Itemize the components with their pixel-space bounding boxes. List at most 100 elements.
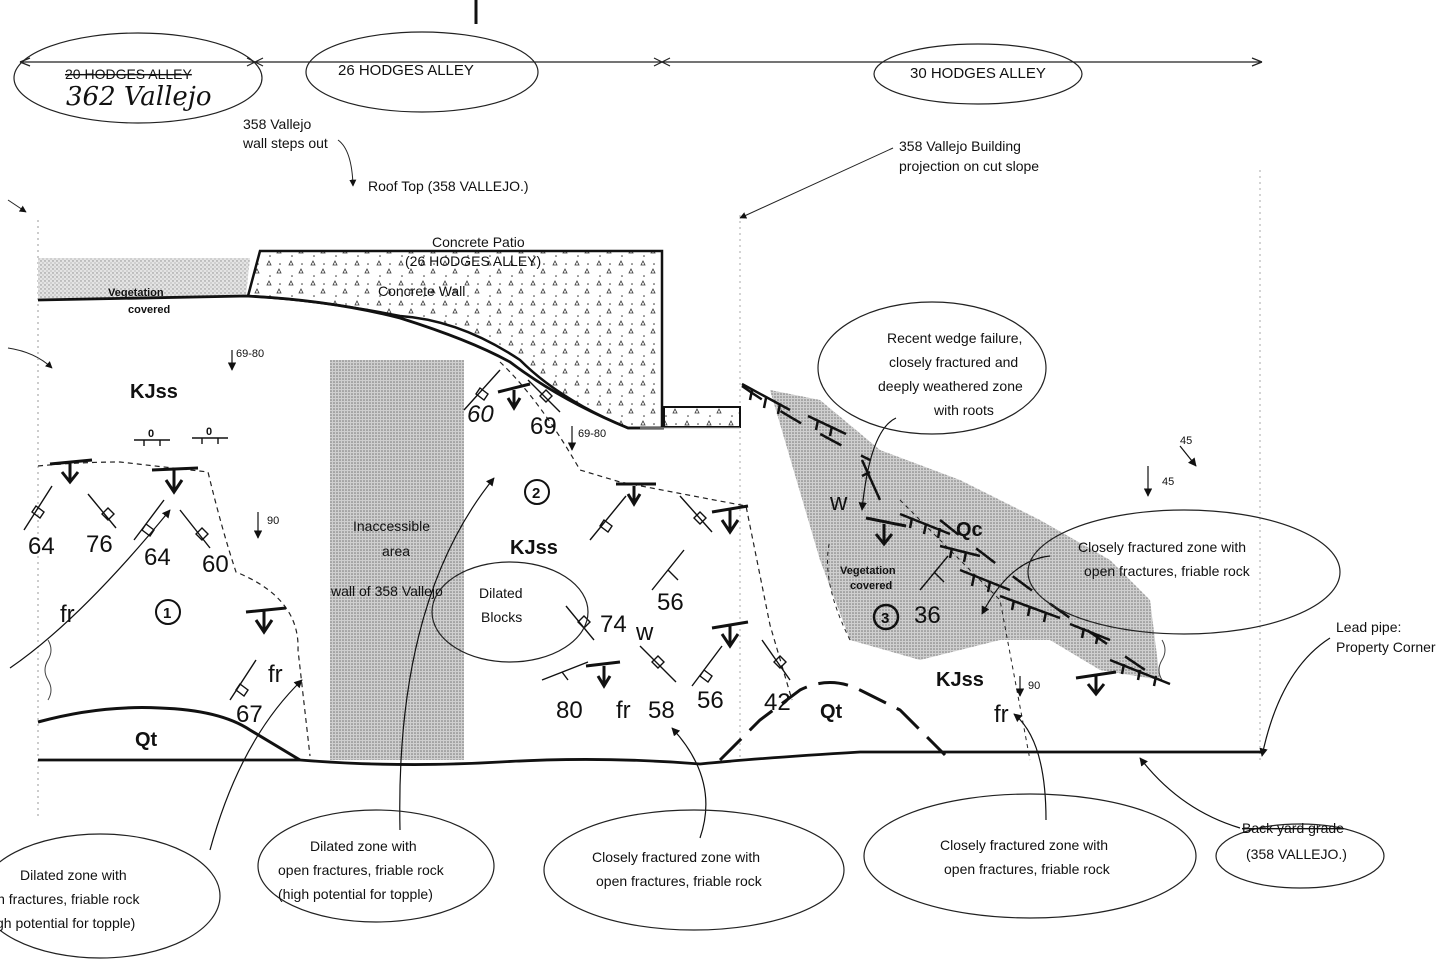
unit-qc: Qc bbox=[956, 519, 983, 541]
m-45-a: 45 bbox=[1180, 435, 1192, 447]
dip-67: 67 bbox=[236, 701, 263, 728]
inaccessible-area bbox=[330, 360, 464, 760]
o-2: 0 bbox=[206, 426, 212, 438]
unit-kjss-1: KJss bbox=[130, 381, 178, 403]
m-45-b: 45 bbox=[1162, 476, 1174, 488]
concrete-wall-label: Concrete Wall bbox=[378, 283, 465, 299]
circle-30-hodges bbox=[873, 43, 1083, 105]
dilated-blocks-2: Blocks bbox=[481, 609, 522, 625]
label-26-hodges: 26 HODGES ALLEY bbox=[338, 62, 474, 79]
lead-2: Property Corner bbox=[1336, 639, 1436, 655]
veg2-2: covered bbox=[850, 580, 892, 592]
dip-64-b: 64 bbox=[144, 544, 171, 571]
label-20-hodges: 20 HODGES ALLEY bbox=[65, 66, 193, 82]
circle-26-hodges bbox=[305, 31, 539, 113]
unit-kjss-3: KJss bbox=[936, 669, 984, 691]
ellipse-cf-low bbox=[863, 793, 1197, 919]
dip-56-a: 56 bbox=[657, 589, 684, 616]
note-building-proj-2: projection on cut slope bbox=[899, 158, 1039, 174]
unit-kjss-2: KJss bbox=[510, 537, 558, 559]
circle-20-hodges bbox=[13, 32, 263, 124]
dip-74: 74 bbox=[600, 611, 627, 638]
unit-qt-1: Qt bbox=[135, 729, 158, 751]
concrete-block bbox=[663, 406, 741, 428]
dz-mid-1: Dilated zone with bbox=[310, 838, 417, 854]
unit-qt-2: Qt bbox=[820, 701, 843, 723]
dip-60-b: 60 bbox=[467, 401, 494, 428]
dz-left-1: Dilated zone with bbox=[20, 867, 127, 883]
qt-right bbox=[718, 681, 947, 762]
m-90-b: 90 bbox=[1028, 680, 1040, 692]
zone-1: 1 bbox=[163, 605, 171, 622]
cf-right-2: open fractures, friable rock bbox=[1084, 563, 1251, 579]
veg2-1: Vegetation bbox=[840, 565, 896, 577]
dip-60-a: 60 bbox=[202, 551, 229, 578]
ellipse-dz-mid bbox=[257, 809, 495, 923]
zone-3: 3 bbox=[881, 610, 889, 627]
m-69-80-a: 69-80 bbox=[236, 348, 264, 360]
dz-mid-2: open fractures, friable rock bbox=[278, 862, 445, 878]
w-2: w bbox=[829, 489, 848, 516]
inacc-1: Inaccessible bbox=[353, 518, 430, 534]
wedge-2: closely fractured and bbox=[889, 354, 1018, 370]
top-surface bbox=[37, 294, 664, 430]
ellipse-dz-left bbox=[0, 833, 221, 959]
dilated-blocks-1: Dilated bbox=[479, 585, 523, 601]
cf-mid-1: Closely fractured zone with bbox=[592, 849, 760, 865]
dip-76: 76 bbox=[86, 531, 113, 558]
dz-left-2: in fractures, friable rock bbox=[0, 891, 140, 907]
m-69-80-b: 69-80 bbox=[578, 428, 606, 440]
wedge-3: deeply weathered zone bbox=[878, 378, 1023, 394]
patio-label-2: (26 HODGES ALLEY) bbox=[405, 253, 541, 269]
wedge-1: Recent wedge failure, bbox=[887, 330, 1022, 346]
veg-covered-2: covered bbox=[128, 304, 170, 316]
lead-1: Lead pipe: bbox=[1336, 619, 1401, 635]
dip-42: 42 bbox=[764, 689, 791, 716]
dz-mid-3: (high potential for topple) bbox=[278, 886, 433, 902]
zone-2: 2 bbox=[532, 485, 540, 502]
ellipse-cf-right bbox=[1027, 509, 1341, 635]
patio-label-1: Concrete Patio bbox=[432, 234, 525, 250]
m-90-a: 90 bbox=[267, 515, 279, 527]
ellipse-dilated-blocks bbox=[431, 561, 589, 663]
cf-low-2: open fractures, friable rock bbox=[944, 861, 1111, 877]
label-30-hodges: 30 HODGES ALLEY bbox=[910, 65, 1046, 82]
ellipse-backyard bbox=[1215, 823, 1385, 889]
note-wall-steps-2: wall steps out bbox=[242, 135, 328, 151]
ellipse-wedge bbox=[817, 301, 1047, 435]
note-roof-top: Roof Top (358 VALLEJO.) bbox=[368, 178, 529, 194]
vegetation-strip bbox=[38, 258, 250, 300]
wedge-zone bbox=[770, 390, 1160, 680]
back-yard-grade bbox=[38, 750, 1262, 766]
backyard-2: (358 VALLEJO.) bbox=[1246, 846, 1347, 862]
fr-3: fr bbox=[616, 697, 631, 724]
fr-1: fr bbox=[60, 601, 75, 628]
w-1: w bbox=[635, 619, 654, 646]
wedge-4: with roots bbox=[933, 402, 994, 418]
inacc-2: area bbox=[382, 543, 410, 559]
dip-69: 69 bbox=[530, 413, 557, 440]
label-362-vallejo: 362 Vallejo bbox=[66, 82, 212, 112]
veg-covered-1: Vegetation bbox=[108, 287, 164, 299]
backyard-1: Back yard grade bbox=[1242, 820, 1344, 836]
cf-low-1: Closely fractured zone with bbox=[940, 837, 1108, 853]
property-line bbox=[19, 0, 1263, 67]
fr-4: fr bbox=[994, 701, 1009, 728]
dip-64-a: 64 bbox=[28, 533, 55, 560]
inacc-3: wall of 358 Vallejo bbox=[330, 583, 443, 599]
dip-36: 36 bbox=[914, 602, 941, 629]
cf-mid-2: open fractures, friable rock bbox=[596, 873, 763, 889]
o-1: 0 bbox=[148, 428, 154, 440]
qt-left bbox=[37, 706, 301, 762]
fr-2: fr bbox=[268, 661, 283, 688]
cf-right-1: Closely fractured zone with bbox=[1078, 539, 1246, 555]
note-building-proj-1: 358 Vallejo Building bbox=[899, 138, 1021, 154]
dip-58: 58 bbox=[648, 697, 675, 724]
dip-56-b: 56 bbox=[697, 687, 724, 714]
note-wall-steps-1: 358 Vallejo bbox=[243, 116, 311, 132]
dip-80: 80 bbox=[556, 697, 583, 724]
dz-left-3: gh potential for topple) bbox=[0, 915, 135, 931]
ellipse-cf-mid bbox=[543, 809, 845, 931]
